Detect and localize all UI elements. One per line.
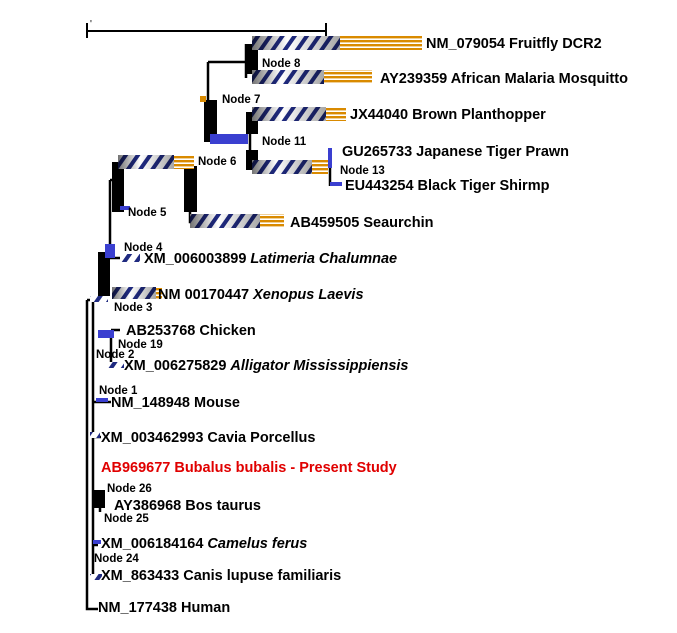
leaf-species: Latimeria Chalumnae bbox=[250, 251, 397, 267]
leaf-species: Alligator Mississippiensis bbox=[229, 358, 408, 374]
leaf-accession: NM 00170447 bbox=[158, 287, 253, 303]
node-label: Node 1 bbox=[99, 385, 138, 397]
node-label: Node 25 bbox=[104, 513, 149, 525]
node-labels: Node 8 Node 7 Node 11 Node 6 Node 13 Nod… bbox=[94, 58, 385, 565]
leaf-label: AB253768 Chicken bbox=[126, 323, 256, 339]
leaf-labels: NM_079054 Fruitfly DCR2 AY239359 African… bbox=[98, 36, 628, 616]
leaf-label: NM_148948 Mouse bbox=[111, 395, 240, 411]
node-label: Node 13 bbox=[340, 165, 385, 177]
node-label: Node 2 bbox=[96, 349, 134, 361]
leaf-label: AB459505 Seaurchin bbox=[290, 215, 433, 231]
node-label: Node 4 bbox=[124, 242, 163, 254]
node-label: Node 11 bbox=[262, 136, 307, 148]
leaf-accession: XM_006275829 bbox=[124, 358, 230, 374]
gene-blocks bbox=[156, 36, 422, 299]
leaf-label: EU443254 Black Tiger Shirmp bbox=[345, 178, 550, 194]
leaf-label: AY239359 African Malaria Mosquitto bbox=[380, 71, 628, 87]
leaf-label: NM_079054 Fruitfly DCR2 bbox=[426, 36, 602, 52]
leaf-species: Camelus ferus bbox=[207, 536, 307, 552]
scale-bar-tick-label: ' bbox=[90, 19, 92, 30]
leaf-label: XM_003462993 Cavia Porcellus bbox=[101, 430, 315, 446]
leaf-label: JX44040 Brown Planthopper bbox=[350, 107, 546, 123]
leaf-label: GU265733 Japanese Tiger Prawn bbox=[342, 144, 569, 160]
leaf-label: NM_177438 Human bbox=[98, 600, 230, 616]
striped-branches bbox=[90, 36, 340, 580]
scale-bar: ' bbox=[86, 19, 327, 38]
leaf-label: AY386968 Bos taurus bbox=[114, 498, 261, 514]
leaf-label: XM_006003899 Latimeria Chalumnae bbox=[144, 251, 397, 267]
node-label: Node 7 bbox=[222, 94, 260, 106]
node-label: Node 24 bbox=[94, 553, 139, 565]
node-label: Node 6 bbox=[198, 156, 236, 168]
leaf-label: XM_863433 Canis lupuse familiaris bbox=[101, 568, 341, 584]
leaf-accession: XM_006184164 bbox=[101, 536, 207, 552]
leaf-label: XM_006184164 Camelus ferus bbox=[101, 536, 307, 552]
leaf-label: NM 00170447 Xenopus Laevis bbox=[158, 287, 364, 303]
leaf-label-highlight: AB969677 Bubalus bubalis - Present Study bbox=[101, 460, 397, 476]
node-label: Node 19 bbox=[118, 339, 163, 351]
node-label: Node 26 bbox=[107, 483, 152, 495]
leaf-species: Xenopus Laevis bbox=[252, 287, 363, 303]
node-label: Node 5 bbox=[128, 207, 167, 219]
clade-blocks bbox=[93, 44, 258, 508]
blue-markers bbox=[93, 134, 342, 544]
node-label: Node 8 bbox=[262, 58, 301, 70]
node-label: Node 3 bbox=[114, 302, 152, 314]
leaf-label: XM_006275829 Alligator Mississippiensis bbox=[124, 358, 409, 374]
leaf-accession: XM_006003899 bbox=[144, 251, 250, 267]
